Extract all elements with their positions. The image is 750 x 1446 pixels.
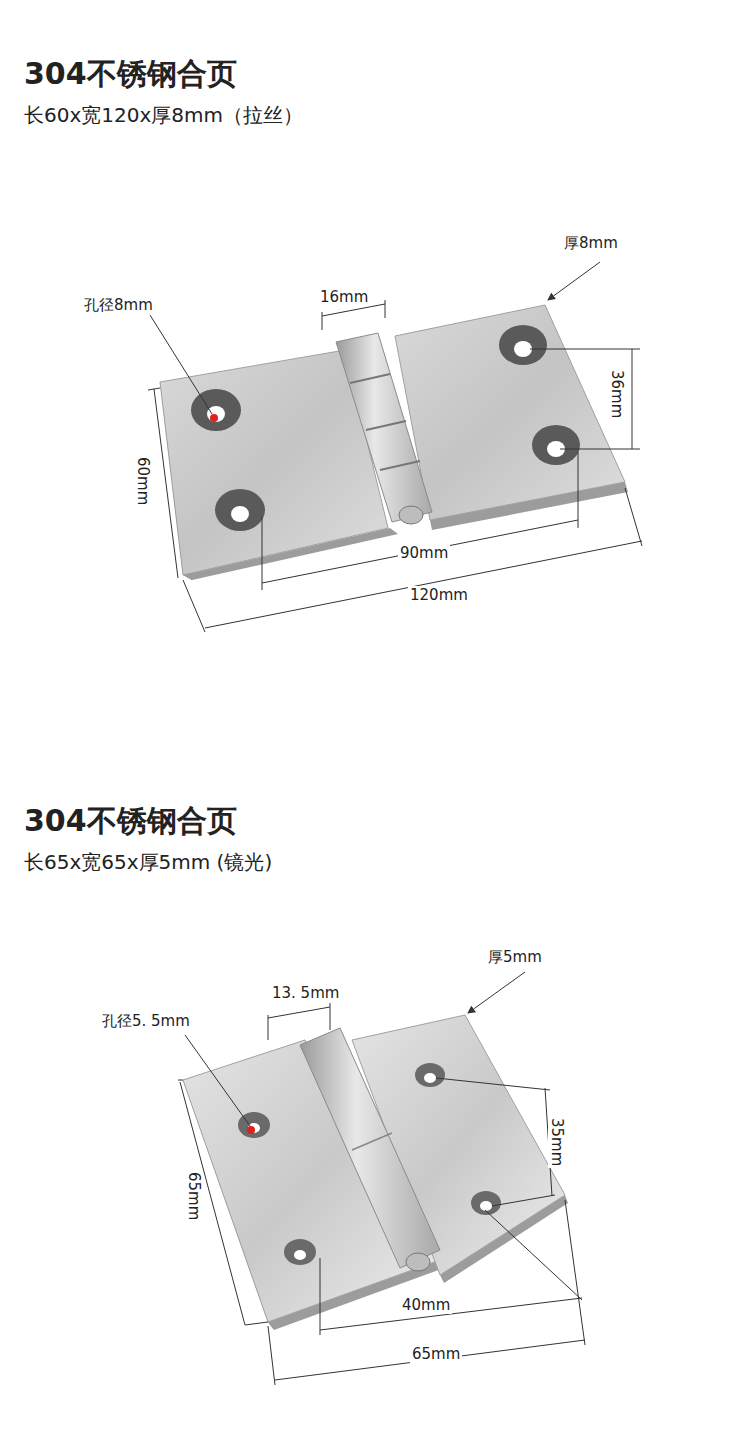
thickness-label: 厚5mm [486,948,544,966]
dimension-label: 40mm [400,1296,452,1314]
product-spec: 长65x宽65x厚5mm (镜光) [22,850,274,874]
dimension-lines [178,972,585,1385]
hinge-mirror [183,1015,568,1330]
dimension-label: 65mm [410,1345,462,1363]
dimension-label: 65mm [185,1170,203,1222]
dimension-lines [148,262,642,632]
dimension-label: 90mm [398,544,450,562]
dimension-label: 35mm [548,1116,566,1168]
dimension-label: 13. 5mm [270,984,341,1002]
dimension-label: 120mm [408,586,470,604]
product-spec: 长60x宽120x厚8mm（拉丝） [22,103,305,127]
product-title: 304不锈钢合页 [22,56,239,92]
product-title: 304不锈钢合页 [22,803,239,839]
hole-diameter: 孔径8mm [82,296,155,314]
dimension-label: 36mm [608,368,626,420]
dimension-label: 60mm [134,455,152,507]
hinge-brushed [160,305,628,580]
hole-diameter: 孔径5. 5mm [100,1012,192,1030]
thickness-label: 厚8mm [562,234,620,252]
dimension-label: 16mm [318,288,370,306]
